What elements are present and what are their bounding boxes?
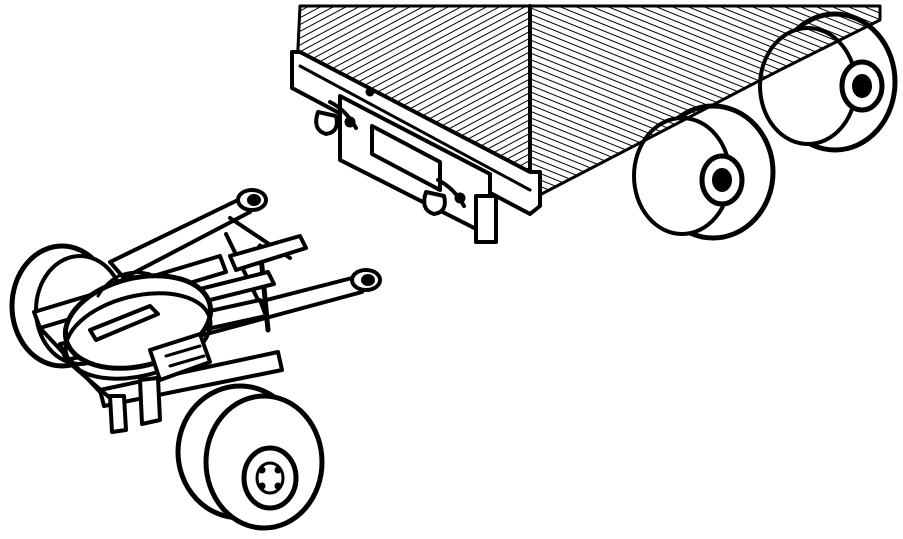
dolly-right-wheel (175, 383, 325, 531)
trailer-kingpin-plate (370, 124, 442, 192)
fifth-wheel (62, 270, 214, 382)
converter-dolly (9, 188, 382, 531)
trailer-landing-gear-right (422, 178, 466, 216)
trailer (290, 4, 898, 244)
trailer-landing-gear-left (314, 100, 358, 136)
